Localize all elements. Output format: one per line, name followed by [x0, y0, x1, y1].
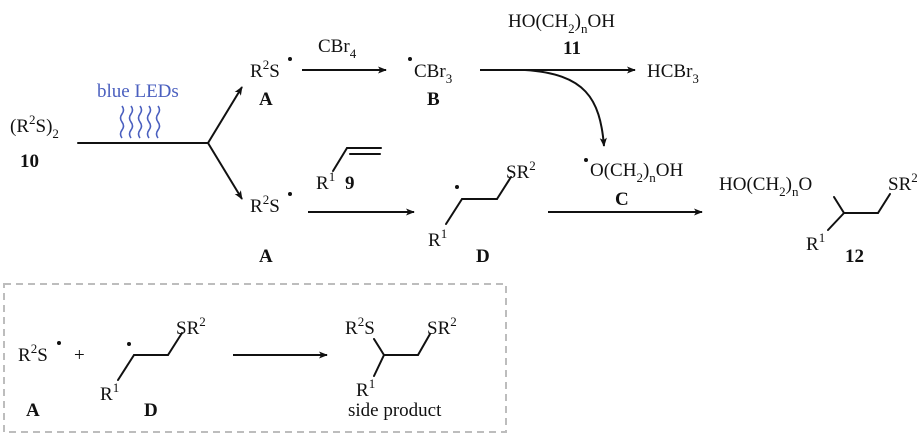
svg-text:R2S: R2S [250, 192, 280, 217]
side-reaction: R2S + A SR2 R1 D R2S SR2 R1 side product [18, 314, 457, 421]
branch-arrow-up [207, 86, 243, 144]
branch-arrow-down [207, 142, 243, 200]
svg-text:O(CH2)nOH: O(CH2)nOH [590, 160, 684, 185]
svg-text:SR2: SR2 [427, 314, 457, 339]
svg-text:11: 11 [563, 38, 581, 59]
product-hcbr3: HCBr3 [647, 61, 699, 86]
svg-text:12: 12 [845, 246, 864, 267]
reagent-cbr4: CBr4 [318, 36, 357, 61]
svg-text:HO(CH2)nO: HO(CH2)nO [719, 174, 812, 199]
svg-text:HO(CH2)nOH: HO(CH2)nOH [508, 11, 615, 36]
svg-text:SR2: SR2 [888, 170, 917, 195]
curved-arrow-to-c [524, 69, 607, 147]
svg-text:D: D [144, 400, 158, 421]
svg-text:A: A [259, 246, 273, 267]
radical-d: SR2 R1 D [428, 158, 536, 267]
alkene-9: R1 9 [316, 147, 382, 194]
reagent-11: HO(CH2)nOH 11 [508, 11, 615, 59]
svg-text:R1: R1 [806, 230, 825, 255]
svg-text:R1: R1 [100, 380, 119, 405]
product-12: HO(CH2)nO SR2 R1 12 [719, 170, 917, 267]
svg-text:R2S: R2S [345, 314, 375, 339]
radical-b: CBr3 B [408, 57, 452, 110]
svg-text:9: 9 [345, 173, 355, 194]
svg-text:SR2: SR2 [506, 158, 536, 183]
svg-text:R2S: R2S [18, 341, 48, 366]
radical-a-top: R2S A [250, 57, 292, 110]
svg-text:+: + [74, 345, 85, 366]
svg-text:R1: R1 [356, 376, 375, 401]
svg-text:A: A [26, 400, 40, 421]
light-wave-icon [119, 105, 161, 139]
side-product-caption: side product [348, 400, 442, 421]
svg-text:SR2: SR2 [176, 314, 206, 339]
blue-leds-label: blue LEDs [97, 81, 179, 102]
svg-text:B: B [427, 89, 440, 110]
svg-text:(R2S)2: (R2S)2 [10, 112, 59, 141]
svg-text:CBr3: CBr3 [414, 61, 452, 86]
svg-text:D: D [476, 246, 490, 267]
svg-text:C: C [615, 189, 629, 210]
svg-text:R2S: R2S [250, 57, 280, 82]
compound-10: (R2S)2 10 [10, 112, 59, 172]
svg-text:R1: R1 [316, 169, 335, 194]
svg-text:A: A [259, 89, 273, 110]
radical-c: O(CH2)nOH C [584, 158, 684, 210]
blue-leds: blue LEDs [97, 81, 179, 139]
side-reaction-box [3, 283, 507, 433]
radical-a-bottom: R2S A [250, 192, 292, 267]
svg-text:R1: R1 [428, 226, 447, 251]
compound-10-number: 10 [20, 151, 39, 172]
